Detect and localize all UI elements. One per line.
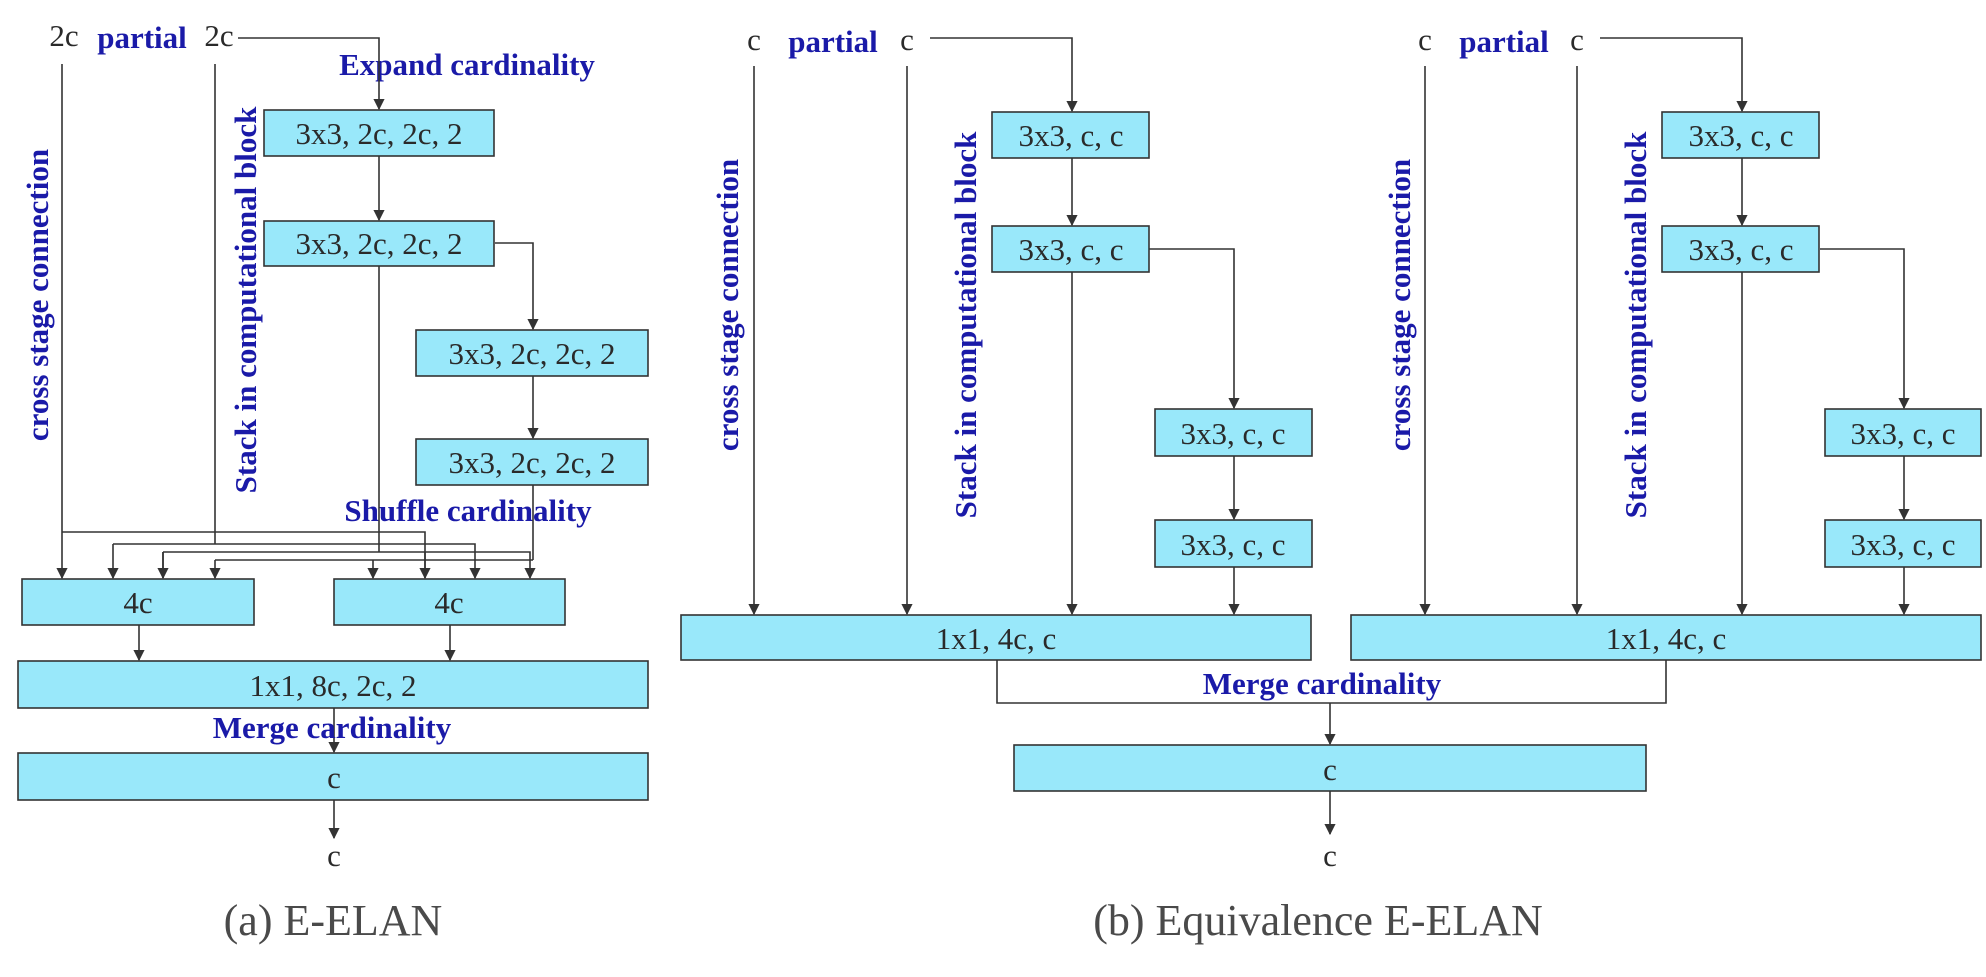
panel-b-right-block-1 [1661,111,1820,159]
panel-a-group-1-label: 4c [123,585,152,620]
panel-b-left-expand-line [930,37,1078,113]
panel-a-input-right: 2c [204,18,233,53]
panel-a-block-4 [415,438,649,486]
panel-a-output-label: c [327,838,341,873]
panel-b-left-conv-1x1-label: 1x1, 4c, c [936,621,1057,656]
panel-a-block-3 [415,329,649,377]
panel-a-block-1-label: 3x3, 2c, 2c, 2 [295,116,462,151]
panel-b-right-partial-label: partial [1459,24,1549,59]
panel-b-right-block-3-label: 3x3, c, c [1850,416,1955,451]
panel-b-merge-cardinality-label: Merge cardinality [1203,666,1442,701]
panel-a-shuffle-line-4 [215,559,533,578]
panel-a-conv-1x1 [17,660,649,709]
panel-b-right-cross-stage-label: cross stage connection [1382,159,1417,451]
panel-b-left-block-4-label: 3x3, c, c [1180,527,1285,562]
panel-b-left-input-right: c [900,22,914,57]
panel-b-left-branch: c partial c cross stage connection Stack… [680,22,1313,661]
panel-a-group-2 [333,578,566,626]
panel-b-merge-bracket [996,660,1667,704]
panel-b-left-block-2 [991,225,1150,273]
panel-b-caption: (b) Equivalence E-ELAN [1093,896,1543,945]
panel-a-shuffle-line-2 [113,532,475,578]
panel-a-b2-b3-line [495,242,539,331]
panel-b-merged-label: c [1323,752,1337,787]
panel-b-left-stack-label: Stack in computational block [948,131,983,518]
panel-a-expand-line [238,37,385,111]
panel-b-left-block-1 [991,111,1150,159]
panel-b-right-input-right: c [1570,22,1584,57]
panel-a-stack-label: Stack in computational block [228,106,263,493]
panel-a-shuffle-line-1 [62,531,431,580]
panel-a-caption: (a) E-ELAN [224,896,443,945]
panel-b-right-conv-1x1-label: 1x1, 4c, c [1606,621,1727,656]
panel-a-block-3-label: 3x3, 2c, 2c, 2 [448,336,615,371]
panel-b-right-block-3 [1824,408,1982,457]
panel-a-e-elan: 2c partial 2c cross stage connection Sta… [17,18,649,945]
panel-a-expand-cardinality-label: Expand cardinality [339,47,595,82]
panel-a-merged-label: c [327,760,341,795]
panel-b-right-input-left: c [1418,22,1432,57]
panel-b-left-block-4 [1154,519,1313,568]
panel-b-right-stack-label: Stack in computational block [1618,131,1653,518]
panel-b-merged [1013,744,1647,792]
panel-b-right-block-2 [1661,225,1820,273]
panel-b-right-block-1-label: 3x3, c, c [1688,118,1793,153]
panel-b-left-cross-stage-label: cross stage connection [710,159,745,451]
panel-a-merge-cardinality-label: Merge cardinality [213,710,452,745]
panel-b-left-partial-label: partial [788,24,878,59]
panel-a-block-2 [263,220,495,267]
panel-b-right-expand-line [1600,37,1748,113]
panel-a-block-4-label: 3x3, 2c, 2c, 2 [448,445,615,480]
panel-b-left-block-1-label: 3x3, c, c [1018,118,1123,153]
panel-a-block-2-label: 3x3, 2c, 2c, 2 [295,226,462,261]
panel-b-right-branch: c partial c cross stage connection Stack… [1350,22,1982,661]
panel-b-right-block-4-label: 3x3, c, c [1850,527,1955,562]
panel-a-merged [17,752,649,801]
panel-b-right-block-4 [1824,519,1982,568]
panel-b-output-label: c [1323,838,1337,873]
panel-a-group-2-label: 4c [434,585,463,620]
panel-a-input-left: 2c [49,18,78,53]
panel-a-shuffle-cardinality-label: Shuffle cardinality [344,493,592,528]
panel-a-conv-1x1-label: 1x1, 8c, 2c, 2 [249,668,416,703]
panel-b-left-input-left: c [747,22,761,57]
panel-b-right-conv-1x1 [1350,614,1982,661]
panel-b-left-block-3 [1154,408,1313,457]
panel-b-left-block-2-label: 3x3, c, c [1018,232,1123,267]
panel-b-left-b2-b3-line [1149,248,1240,410]
panel-b-equivalence-e-elan: c partial c cross stage connection Stack… [680,22,1982,945]
panel-b-left-conv-1x1 [680,614,1312,661]
panel-a-partial-label: partial [97,20,187,55]
panel-b-right-block-2-label: 3x3, c, c [1688,232,1793,267]
panel-a-cross-stage-label: cross stage connection [20,149,55,441]
panel-a-group-1 [21,578,255,626]
panel-a-block-1 [263,109,495,157]
panel-b-right-b2-b3-line [1820,248,1910,410]
panel-b-left-block-3-label: 3x3, c, c [1180,416,1285,451]
